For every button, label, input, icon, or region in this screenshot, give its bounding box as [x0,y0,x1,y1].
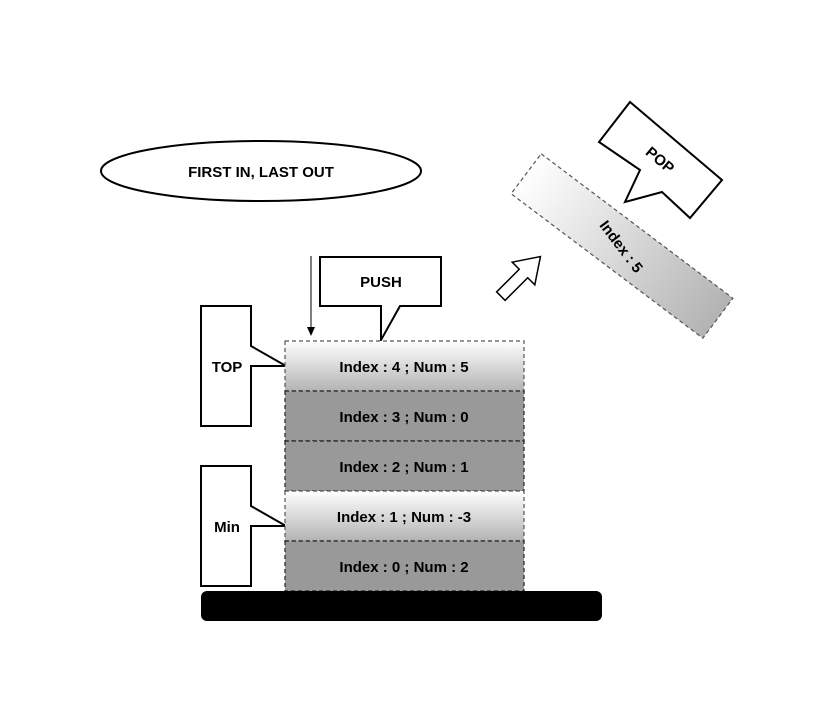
stack-base [201,591,602,621]
stack-block-2: Index : 2 ; Num : 1 [284,440,525,492]
stack-block-label: Index : 2 ; Num : 1 [339,459,468,476]
push-callout: PUSH [319,256,442,344]
stack-block-label: Index : 4 ; Num : 5 [339,359,468,376]
stack-block-4: Index : 4 ; Num : 5 [284,340,525,392]
stack-block-3: Index : 3 ; Num : 0 [284,390,525,442]
min-label: Min [214,519,240,536]
stack-block-label: Index : 1 ; Num : -3 [337,509,471,526]
top-label: TOP [212,359,243,376]
stack-block-1: Index : 1 ; Num : -3 [284,490,525,542]
min-callout: Min [200,465,290,587]
popped-block: Index : 5 [510,152,734,340]
top-callout: TOP [200,305,290,427]
pop-callout: POP [597,100,724,220]
up-right-hollow-arrow-icon [495,255,542,302]
stack-block-0: Index : 0 ; Num : 2 [284,540,525,592]
down-arrow-icon [307,256,315,336]
fifo-label: FIRST IN, LAST OUT [188,164,334,181]
stack-block-label: Index : 3 ; Num : 0 [339,409,468,426]
fifo-ellipse: FIRST IN, LAST OUT [100,140,422,202]
stack-block-label: Index : 0 ; Num : 2 [339,559,468,576]
push-label: PUSH [360,274,402,291]
